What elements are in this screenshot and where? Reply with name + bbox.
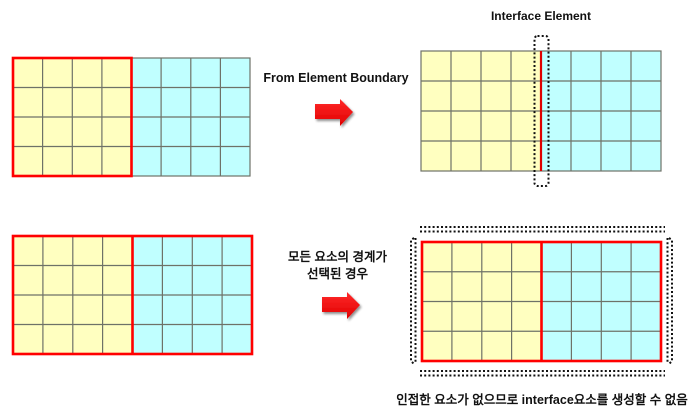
interface-dotted-highlight bbox=[533, 35, 550, 187]
label-line-1: 모든 요소의 경계가 bbox=[288, 250, 387, 264]
cannot-create-interface-caption: 인접한 요소가 없으므로 interface요소를 생성할 수 없음 bbox=[396, 393, 688, 407]
label-line-2: 선택된 경우 bbox=[307, 267, 368, 281]
right-arrow-icon bbox=[322, 292, 360, 319]
selected-boundaries bbox=[11, 234, 254, 356]
selected-boundary bbox=[11, 56, 133, 178]
all-boundaries-selected-label: 모든 요소의 경계가 선택된 경우 bbox=[270, 249, 405, 283]
dotted-outline-highlight bbox=[410, 226, 673, 377]
interface-element-title: Interface Element bbox=[490, 9, 592, 23]
mesh-bottom-right bbox=[410, 226, 673, 377]
mesh-bottom-left bbox=[11, 234, 254, 356]
from-element-boundary-label: From Element Boundary bbox=[263, 71, 409, 85]
right-arrow-icon bbox=[315, 99, 353, 126]
mesh-top-right bbox=[420, 35, 662, 187]
mesh-top-left bbox=[11, 56, 251, 178]
selected-boundaries bbox=[420, 240, 663, 363]
grid-lines bbox=[422, 242, 661, 361]
